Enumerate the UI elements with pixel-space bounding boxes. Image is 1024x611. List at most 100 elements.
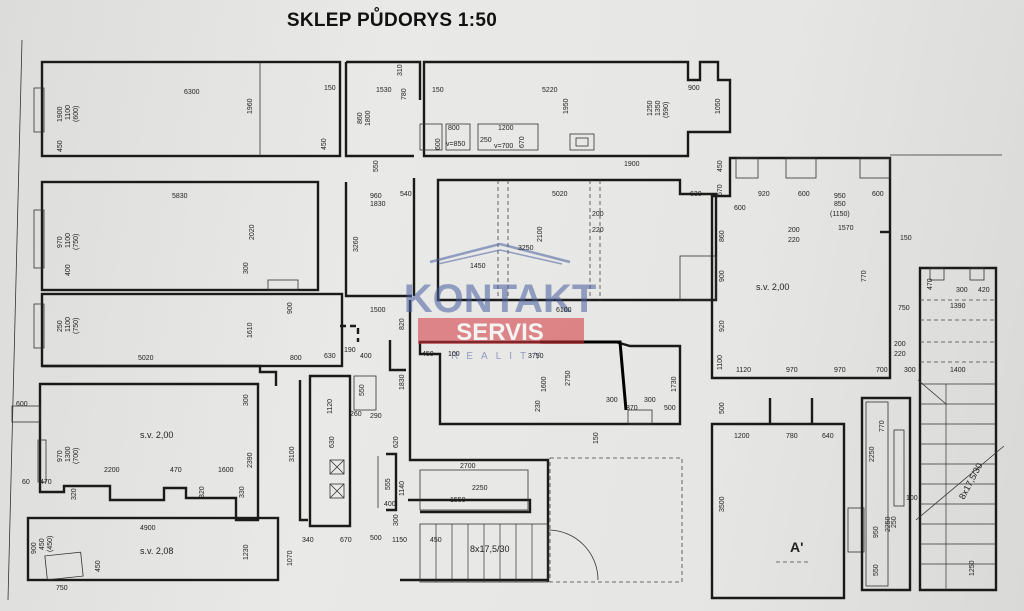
dimension-label: 1120 (327, 399, 334, 414)
dimension-label: 450 (39, 538, 46, 550)
dimension-label: 310 (397, 64, 404, 76)
cellar-row-5 (26, 516, 280, 582)
dimension-label: 2100 (537, 226, 544, 242)
dimension-label: 970 (57, 450, 64, 462)
dimension-label: 100 (448, 351, 460, 358)
dimension-label: 200 (592, 211, 604, 218)
dimension-label: 5020 (552, 191, 568, 198)
dimension-label: (600) (73, 106, 80, 122)
dimension-label: 300 (243, 262, 250, 274)
dimension-label: 230 (535, 400, 542, 412)
dimension-label: 150 (593, 432, 600, 444)
dimension-label: 150 (900, 235, 912, 242)
dimension-label: 470 (170, 467, 182, 474)
dimension-label: 1050 (715, 98, 722, 114)
dimension-label: 620 (393, 436, 400, 448)
dimension-label: 750 (898, 305, 910, 312)
dimension-label: 500 (370, 535, 382, 542)
dimension-label: 630 (329, 436, 336, 448)
room-label: s.v. 2,00 (756, 282, 789, 292)
stair-label: 8x17,5/30 (470, 544, 510, 554)
dimension-label: 420 (978, 287, 990, 294)
dimension-label: 1250 (647, 100, 654, 116)
cellar-row-2 (33, 180, 320, 292)
dimension-label: 450 (95, 560, 102, 572)
dimension-label: 1200 (498, 125, 514, 132)
dimension-label: 2390 (247, 452, 254, 468)
dimension-label: 300 (243, 394, 250, 406)
dimension-label: 220 (592, 227, 604, 234)
dimension-label: 540 (400, 191, 412, 198)
dimension-label: 5020 (138, 355, 154, 362)
dimension-label: 300 (393, 514, 400, 526)
dimension-label: 250 (480, 137, 492, 144)
dimension-label: 700 (876, 367, 888, 374)
watermark-text-kontakt: KONTAKT (404, 277, 597, 321)
room-middle-2 (436, 178, 718, 302)
dimension-label: 400 (384, 501, 396, 508)
dimension-label: 1300 (65, 446, 72, 462)
dimension-label: 860 (719, 230, 726, 242)
plan-title: SKLEP PŮDORYS 1:50 (0, 10, 1024, 32)
watermark-logo: KONTAKT SERVIS REALITY (404, 242, 597, 362)
dimension-label: 1100 (65, 233, 72, 248)
dimension-label: 950 (834, 193, 846, 200)
room-right-large (710, 156, 892, 380)
dimension-label: 340 (302, 537, 314, 544)
dimension-label: 5830 (172, 193, 188, 200)
dimension-label: 3750 (528, 353, 544, 360)
dimension-label: 770 (861, 270, 868, 282)
dimension-label: 2200 (104, 467, 120, 474)
dimension-label: 1140 (399, 481, 406, 496)
dimension-label: 1200 (734, 433, 750, 440)
dimension-label: 1390 (950, 303, 966, 310)
dimension-label: 800 (448, 125, 460, 132)
dimension-label: 2250 (472, 485, 488, 492)
staircase-bottom (419, 523, 549, 583)
dimension-label: 450 (422, 351, 434, 358)
dimension-label: 220 (788, 237, 800, 244)
dimension-label: 1070 (287, 550, 294, 566)
room-label: s.v. 2,08 (140, 546, 173, 556)
dimension-label: 1400 (950, 367, 966, 374)
dimension-label: 2020 (249, 224, 256, 240)
dimension-label: 190 (344, 347, 356, 354)
dimension-label: v=700 (494, 143, 513, 150)
dimension-label: 550 (359, 384, 366, 396)
dimension-label: 320 (199, 486, 206, 498)
dimension-label: 300 (956, 287, 968, 294)
corridor-walls (298, 60, 550, 582)
dimension-label: 600 (435, 138, 442, 150)
dimension-label: 2750 (565, 370, 572, 386)
dimension-label: 1900 (57, 106, 64, 122)
dimension-label: 500 (719, 402, 726, 414)
dimension-label: 2250 (885, 516, 892, 532)
dimension-label: 470 (40, 479, 52, 486)
dimension-label: 850 (834, 201, 846, 208)
dimension-label: 250 (57, 320, 64, 332)
dimension-label: 150 (324, 85, 336, 92)
dimension-label: 290 (370, 413, 382, 420)
dimension-label: 200 (788, 227, 800, 234)
dimension-label: (450) (47, 536, 54, 552)
dimension-label: 670 (717, 184, 724, 196)
dimension-label: 400 (65, 264, 72, 276)
dimension-label: 1730 (671, 376, 678, 392)
dimension-label: 600 (16, 401, 28, 408)
dimension-label: 1950 (563, 98, 570, 114)
stair-label: 8x17,5/30 (957, 461, 984, 501)
dimension-label: 750 (56, 585, 68, 592)
dimension-label: 1150 (392, 537, 407, 544)
dimension-label: 1830 (399, 374, 406, 390)
frame-line (7, 39, 23, 601)
dimension-label: (1150) (830, 211, 850, 218)
dimension-label: 1830 (370, 201, 386, 208)
dimension-label: 550 (373, 160, 380, 172)
dimension-label: 1100 (717, 355, 724, 370)
dimension-label: 640 (822, 433, 834, 440)
cellar-row-4 (11, 382, 260, 522)
dimension-label: 1960 (247, 98, 254, 114)
dimension-label: 500 (664, 405, 676, 412)
watermark-text-servis: SERVIS (456, 319, 544, 346)
